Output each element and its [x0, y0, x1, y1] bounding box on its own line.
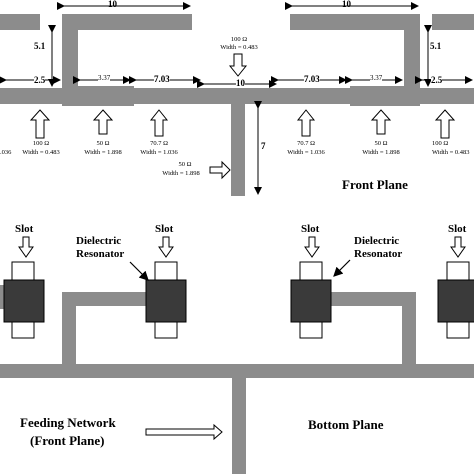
dr-right-label-line1: Dielectric [354, 235, 400, 247]
arrow-down-slot-left [18, 236, 34, 258]
left-u-top-strip [62, 14, 192, 30]
z707-left-impedance: 70.7 Ω [150, 140, 168, 147]
bottom-traces [0, 285, 474, 474]
bottom-main-horizontal [0, 364, 474, 378]
z707-left-width: Width = 1.036 [140, 149, 178, 156]
dim-label-feed: 7 [261, 141, 266, 151]
pointer-dr-right [333, 259, 351, 277]
z50-left-impedance: 50 Ω [96, 140, 110, 147]
arrow-right-feeding-network [145, 423, 223, 441]
bottom-pointer-arrows [18, 236, 466, 441]
arrow-up-100-left [29, 109, 51, 139]
dim-label-right-height: 5.1 [430, 41, 442, 51]
arrow-up-50-right [370, 109, 392, 135]
dim-label-center: 10 [236, 78, 245, 88]
dr-right-label-line2: Resonator [354, 248, 403, 260]
z707-right-impedance: 70.7 Ω [297, 140, 315, 147]
dim-label-right-stub: 2.5 [431, 75, 443, 85]
dim-label-right-7.03: 7.03 [304, 74, 320, 84]
z100-left-width: Width = 0.483 [22, 149, 60, 156]
resonator-left [3, 279, 45, 323]
dr-left-label-line2: Resonator [76, 248, 125, 260]
z100-left-impedance: 100 Ω [32, 140, 50, 147]
z50-right-width: Width = 1.898 [362, 149, 400, 156]
arrow-down-slot-right-b [450, 236, 466, 258]
slot-right-a-label: Slot [301, 223, 320, 235]
arrow-down-100-top [228, 53, 248, 77]
dim-label-left-3.37: 3.37 [98, 74, 111, 82]
front-pointer-arrows [29, 53, 456, 180]
z50-feed-width: Width = 1.898 [162, 170, 200, 177]
bottom-right-u-vertical [402, 292, 416, 378]
resonator-pointer-lines [129, 259, 351, 281]
top-left-corner-strip [0, 14, 40, 30]
z100-top-width: Width = 0.483 [220, 44, 258, 51]
front-plane-label: Front Plane [342, 177, 408, 192]
front-traces [0, 14, 474, 196]
center-feed-strip [231, 96, 245, 196]
z707-right-width: Width = 1.036 [287, 149, 325, 156]
arrow-up-707-right [296, 109, 316, 137]
z100-right-width: Width = 0.483 [432, 149, 470, 156]
z100-right-impedance: 100 Ω [432, 140, 449, 147]
edge-left-width: .036 [0, 149, 12, 156]
arrow-up-707-left [149, 109, 169, 137]
z50-left-width: Width = 1.898 [84, 149, 122, 156]
right-50ohm-section [350, 86, 420, 106]
z100-top-impedance: 100 Ω [230, 36, 248, 43]
dim-label-left-height: 5.1 [34, 41, 46, 51]
arrow-up-50-left [92, 109, 114, 135]
dim-label-top-right: 10 [342, 0, 351, 9]
top-right-corner-strip [432, 14, 474, 30]
feeding-network-label-line1: Feeding Network [20, 415, 116, 430]
resonator-right-b [437, 279, 474, 323]
resonator-right-a [290, 279, 332, 323]
z50-feed-impedance: 50 Ω [178, 161, 192, 168]
dim-label-top-left: 10 [108, 0, 117, 9]
dim-label-right-3.37: 3.37 [370, 74, 383, 82]
pointer-dr-left [129, 261, 149, 281]
dim-label-left-7.03: 7.03 [154, 74, 170, 84]
left-50ohm-section [62, 86, 134, 106]
slot-mid-label: Slot [155, 223, 174, 235]
arrow-down-slot-right-a [304, 236, 320, 258]
slot-left-label: Slot [15, 223, 34, 235]
dr-left-label-line1: Dielectric [76, 235, 122, 247]
dielectric-resonators [3, 279, 474, 323]
bottom-plane-label: Bottom Plane [308, 417, 384, 432]
bottom-center-feed [232, 376, 246, 474]
slot-right-b-label: Slot [448, 223, 467, 235]
arrow-up-100-right [434, 109, 456, 139]
bottom-left-u-vertical [62, 292, 76, 378]
z50-right-impedance: 50 Ω [374, 140, 388, 147]
right-u-top-strip [290, 14, 420, 30]
dim-label-left-stub: 2.5 [34, 75, 46, 85]
arrow-right-50-feed [209, 160, 231, 180]
arrow-down-slot-mid [158, 236, 174, 258]
feeding-network-label-line2: (Front Plane) [30, 433, 105, 448]
resonator-mid [145, 279, 187, 323]
